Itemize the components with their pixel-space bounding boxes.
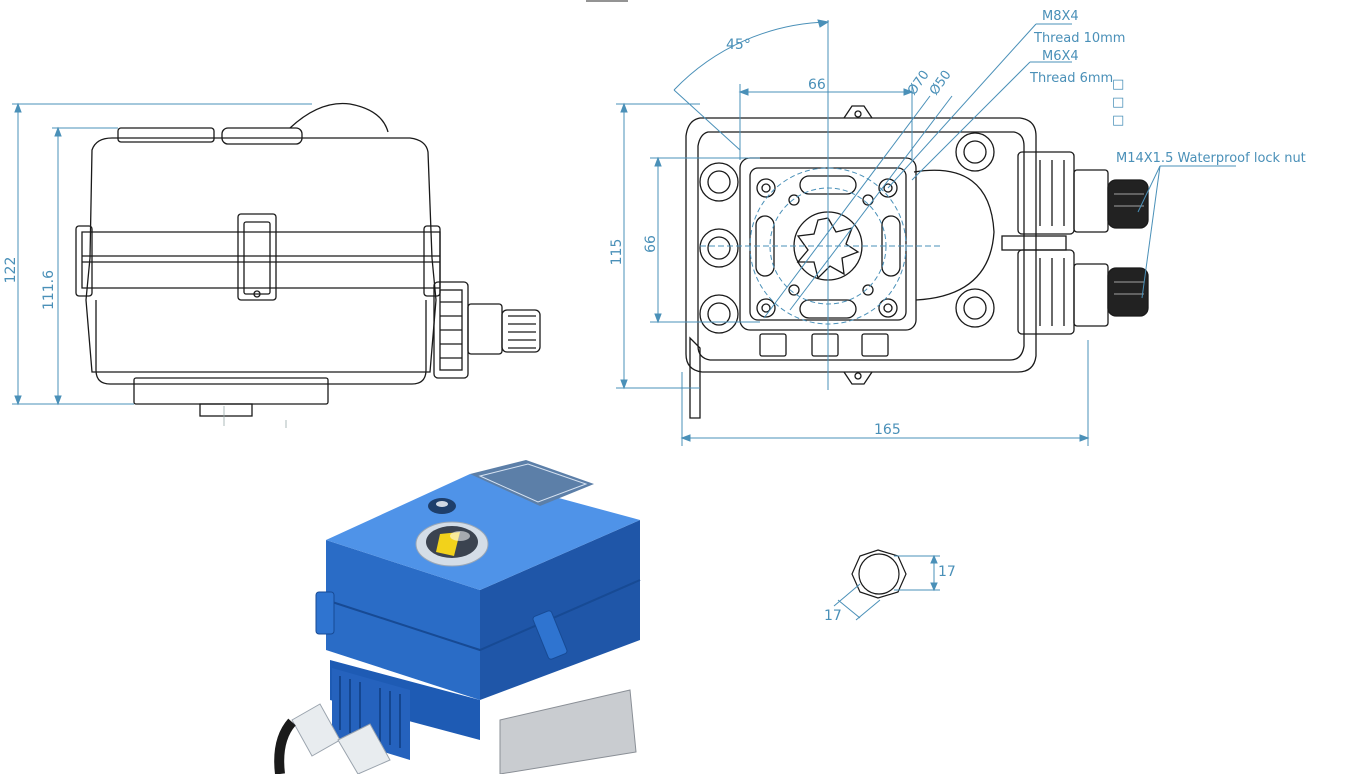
callout-m8: M8X4 — [1042, 9, 1079, 24]
callout-waterproof-lock-nut: M14X1.5 Waterproof lock nut — [1116, 151, 1306, 166]
side-cable-gland — [433, 281, 541, 379]
dim-shaft-flat-height: 17 — [938, 564, 956, 580]
legend-mark-2: □ — [1112, 95, 1124, 110]
dim-circle-70: Ø70 — [905, 68, 933, 99]
bottom-cable-glands — [1001, 151, 1149, 335]
callout-m8-thread: Thread 10mm — [1033, 31, 1125, 46]
actuator-product-image — [274, 460, 641, 774]
dim-body-height: 111.6 — [41, 270, 57, 310]
side-view — [75, 102, 541, 428]
dim-bolt-spacing-top: 66 — [808, 77, 826, 93]
dim-overall-height: 122 — [3, 257, 19, 284]
dim-bolt-spacing-side: 66 — [643, 235, 659, 253]
dim-height-115: 115 — [609, 239, 625, 266]
callout-m6: M6X4 — [1042, 49, 1079, 64]
side-view-dimensions — [12, 102, 312, 406]
callout-m6-thread: Thread 6mm — [1029, 71, 1113, 86]
bottom-view — [685, 105, 1149, 419]
dim-shaft-flat-width: 17 — [824, 608, 842, 624]
cable-gland-icon — [274, 703, 391, 774]
dim-circle-50: Ø50 — [927, 68, 955, 99]
shaft-section-detail — [833, 549, 940, 621]
position-indicator-icon — [415, 521, 489, 567]
bottom-view-dimensions — [616, 19, 1236, 446]
legend-mark-3: □ — [1112, 113, 1124, 128]
legend-mark-1: □ — [1112, 77, 1124, 92]
dim-width-165: 165 — [874, 422, 901, 438]
dim-angle-45: 45° — [726, 37, 751, 53]
